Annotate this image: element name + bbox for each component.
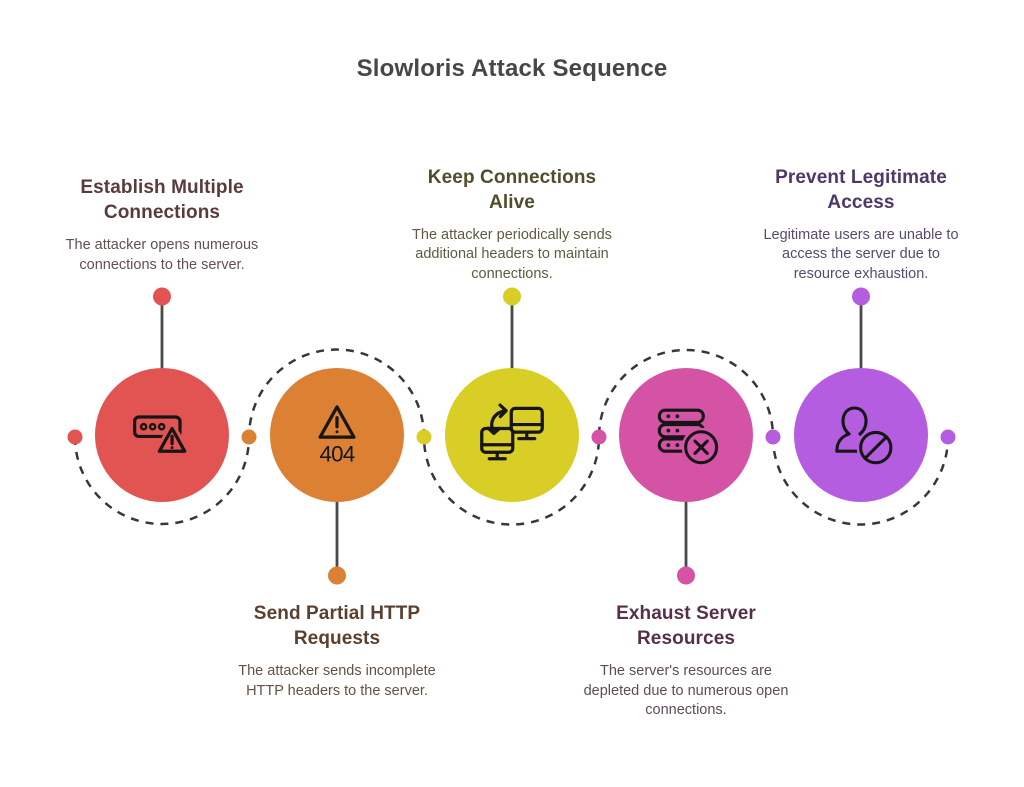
stem-dot <box>328 566 346 585</box>
connector-dot <box>241 429 257 445</box>
warning-404-icon: 404 <box>318 405 356 467</box>
server-led <box>139 422 148 431</box>
step-description: The attacker periodically sends addition… <box>412 226 612 282</box>
step-5-text: Prevent Legitimate Access Legitimate use… <box>746 165 976 285</box>
server-led <box>675 414 680 419</box>
step-description: The attacker opens numerous connections … <box>65 237 259 273</box>
connector-dot <box>416 429 432 445</box>
sync-arrowhead-down <box>486 426 502 436</box>
server-led <box>666 414 671 419</box>
step-title: Send Partial HTTP Requests <box>253 603 421 649</box>
sync-arrow-curve <box>490 409 507 434</box>
step-title: Keep Connections Alive <box>427 166 597 213</box>
step-4-text: Exhaust Server Resources The server's re… <box>561 601 811 721</box>
step-circle-4 <box>619 368 753 502</box>
server-led <box>675 443 680 447</box>
stem-dot <box>677 566 695 585</box>
step-title: Exhaust Server Resources <box>616 603 756 649</box>
server-led <box>666 443 671 447</box>
warning-triangle <box>318 405 356 439</box>
step-description: The server's resources are depleted due … <box>583 663 789 718</box>
step-3-text: Keep Connections Alive The attacker peri… <box>392 165 632 285</box>
connector-dot <box>591 429 607 445</box>
step-description: The attacker sends incomplete HTTP heade… <box>238 663 436 699</box>
server-led <box>666 428 671 433</box>
exclamation-dot <box>170 446 174 450</box>
connector-dot <box>67 429 83 445</box>
server-error-icon <box>657 408 721 467</box>
user-blocked-icon <box>835 406 895 467</box>
connector-dot <box>765 429 781 445</box>
server-bar <box>133 415 182 439</box>
step-title: Prevent Legitimate Access <box>775 166 947 213</box>
sync-monitors-icon <box>480 403 544 461</box>
server-row <box>657 408 705 424</box>
step-description: Legitimate users are unable to access th… <box>763 226 959 282</box>
exclamation-dot <box>335 430 339 434</box>
page-title: Slowloris Attack Sequence <box>356 55 668 82</box>
error-x <box>693 439 709 455</box>
step-2-text: Send Partial HTTP Requests The attacker … <box>212 601 462 701</box>
error-code-label: 404 <box>319 442 354 467</box>
step-title: Establish Multiple Connections <box>80 177 244 223</box>
server-led <box>675 428 680 433</box>
stem-dot <box>503 287 521 306</box>
server-led <box>157 422 166 431</box>
step-1-text: Establish Multiple Connections The attac… <box>42 175 282 275</box>
step-circle-2 <box>270 368 404 502</box>
stem-dot <box>852 287 870 306</box>
flow-path <box>73 348 950 526</box>
connector-dot <box>940 429 956 445</box>
ban-slash <box>863 435 889 460</box>
server-led <box>148 422 157 431</box>
server-alert-icon <box>133 415 190 456</box>
stem-dot <box>153 287 171 306</box>
user-silhouette <box>835 406 868 453</box>
sync-arrowhead-right <box>498 403 508 419</box>
